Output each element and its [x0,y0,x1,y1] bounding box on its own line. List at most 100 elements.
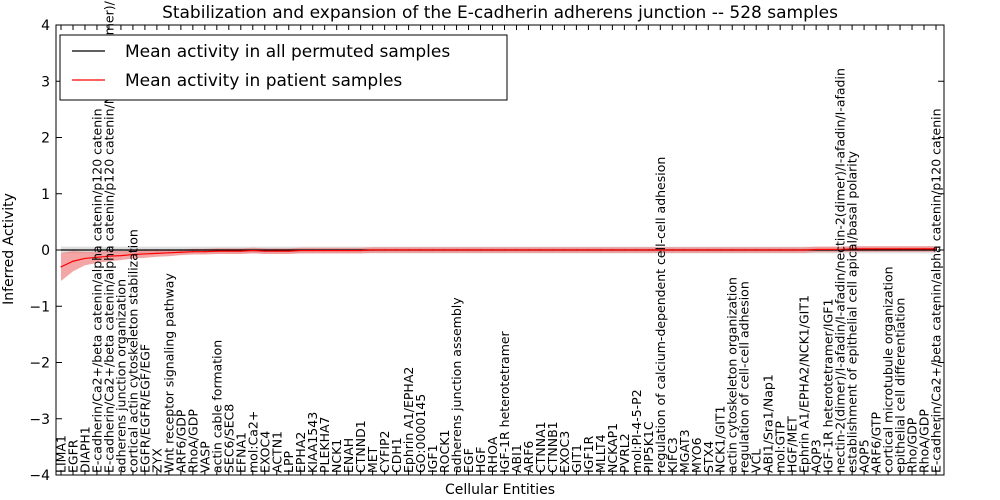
y-tick-label: −4 [29,468,50,484]
patient-point [276,250,278,252]
x-tick-label: ROCK1 [437,430,452,473]
x-tick-label: RHOA [485,436,500,473]
patient-point [372,249,374,251]
y-tick-label: −3 [29,412,50,428]
x-tick-label: ABI1/Sra1/Nap1 [761,374,776,473]
patient-point [527,249,530,251]
patient-point [923,248,925,250]
permuted-point [168,249,170,251]
x-tick-label: EPHA2 [293,432,308,473]
patient-point [767,249,769,251]
patient-point [695,249,697,251]
patient-point [168,252,170,254]
x-tick-label: epithelial cell differentiation [893,298,908,473]
patient-point [60,266,62,268]
permuted-point [144,249,146,251]
x-tick-label: mol:PI-4-5-P2 [629,389,644,473]
patient-point [455,249,458,251]
x-tick-label: EGF [461,448,476,473]
y-tick-label: 2 [41,131,50,147]
permuted-point [899,249,901,251]
permuted-point [887,249,889,251]
patient-point [611,249,613,251]
permuted-point [192,249,194,251]
x-tick-label: IGF-1R heterotetramer/IGF1 [821,299,836,473]
x-tick-label: CTNNA1 [533,421,548,473]
patient-point [144,253,146,255]
x-tick-label: mol:GTP [773,421,788,473]
x-tick-label: Ephrin A1/EPHA2 [401,367,416,473]
patient-point [192,251,194,253]
x-tick-label: CTNNB1 [545,421,560,473]
x-tick-label: nectin-2(dimer)/I-afadin/I-afadin/nectin… [833,68,848,473]
y-tick-label: −2 [29,356,50,372]
permuted-point [851,249,853,251]
x-tick-label: EXOC4 [257,431,272,473]
x-tick-label: LIMA1 [54,435,69,473]
x-tick-label: CTNND1 [353,420,368,473]
patient-point [887,248,889,250]
patient-point [683,249,685,251]
patient-point [252,249,254,252]
patient-point [551,249,554,251]
x-tick-label: Wnt receptor signaling pathway [161,273,176,473]
x-tick-label: PVRL2 [617,433,632,473]
patient-point [563,249,566,251]
patient-point [396,249,398,251]
x-tick-label: RhoA/GDP [185,409,200,473]
patient-point [647,249,649,251]
series-lines [60,248,937,268]
patient-point [384,249,386,251]
y-tick-label: −1 [29,299,50,315]
x-tick-label: KIFC3 [665,437,680,473]
permuted-point [228,249,230,251]
permuted-point [180,249,182,251]
x-tick-label: EFNA1 [233,432,248,473]
legend-label-permuted: Mean activity in all permuted samples [125,42,450,62]
patient-point [503,249,506,251]
x-tick-label: VASP [197,441,212,473]
permuted-point [240,249,242,251]
x-tick-label: adherens junction organization [113,279,128,473]
x-tick-label: EGFR [65,439,80,473]
patient-point [228,250,230,252]
permuted-point [96,249,98,251]
x-tick-label: SEC6/SEC8 [221,404,236,473]
legend-label-patient: Mean activity in patient samples [125,71,402,91]
patient-series-line [60,248,936,268]
patient-point [348,249,350,252]
patient-point [240,250,242,252]
patient-point [467,249,470,251]
y-tick-label: 1 [41,187,50,203]
patient-point [132,253,134,256]
x-tick-label: LPP [281,450,296,473]
y-tick-label: 0 [41,243,50,259]
permuted-point [72,249,74,251]
patient-point [599,249,601,251]
patient-point [671,249,673,251]
x-tick-label: MET [365,446,380,473]
patient-point [587,249,589,251]
patient-point [827,248,829,251]
patient-point [911,248,913,250]
x-tick-label: NCK1/GIT1 [713,406,728,473]
patient-point [108,255,110,257]
x-tick-label: ARF6 [521,441,536,473]
patient-point [431,249,434,251]
x-tick-label: EGFR/EGFR/EGF/EGF [137,344,152,473]
patient-point [623,249,625,251]
permuted-point [288,249,290,251]
x-tick-label: MLLT4 [593,434,608,473]
patient-point [779,249,781,251]
x-tick-label: HGF [473,447,488,473]
patient-point [803,249,805,251]
y-tick-label: 3 [41,74,50,90]
patient-point [839,248,841,251]
x-tick-label: NCKAP1 [605,423,620,473]
x-tick-label: cortical actin cytoskeleton stabilizatio… [125,229,140,473]
permuted-point [108,249,110,251]
permuted-point [216,249,218,251]
patient-point [899,248,901,250]
permuted-point [264,249,266,251]
legend: Mean activity in all permuted samples Me… [59,34,508,101]
